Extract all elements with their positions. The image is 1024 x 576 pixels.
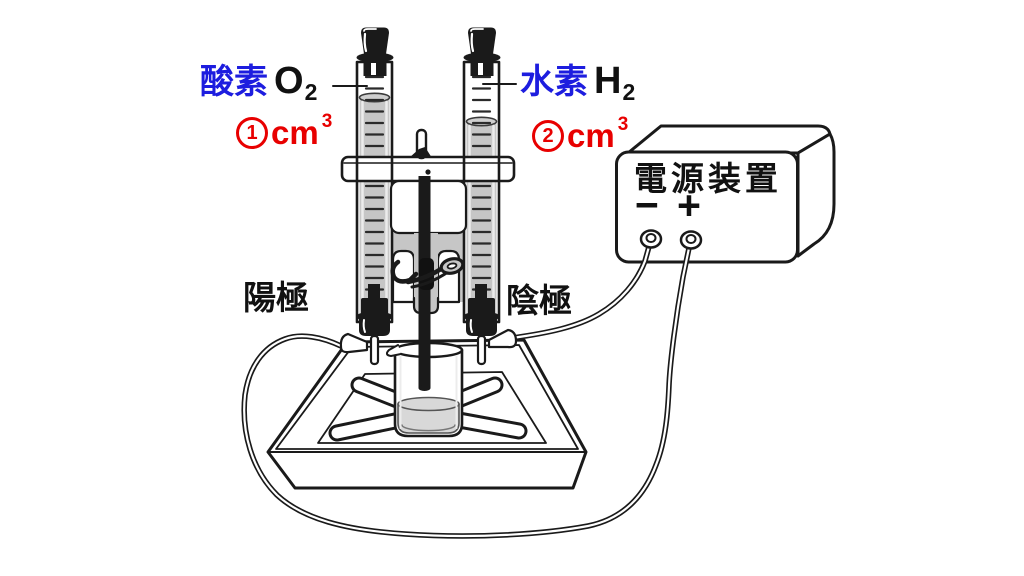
hydrogen-name: 水素 [520,63,588,101]
hydrogen-liquid-level [465,116,498,127]
power-supply-box [615,124,836,264]
oxygen-subscript: 2 [304,79,318,105]
cathode-label: 陰極 [506,282,572,319]
clamp-screw [390,257,465,290]
power-supply-label: 電源装置 [634,160,782,197]
anode-electrode [356,284,393,366]
oxygen-tube-graduations [364,75,385,291]
wires [241,240,692,539]
hydrogen-tube-stopper [463,27,501,76]
anode-wire-clip [339,332,369,354]
cathode-electrode [463,284,500,366]
anode-label: 陽極 [243,279,309,316]
cathode-terminal-pin [476,334,487,366]
plus-sign: + [676,182,701,228]
power-supply-polarity: −+ [635,185,701,226]
cathode-wire-clip [487,328,518,349]
minus-terminal [639,229,663,249]
hydrogen-volume-unit: cm [567,117,615,154]
oxygen-volume-unit: cm [271,114,319,151]
oxygen-symbol: O [274,60,304,102]
anode-terminal-pin [369,334,380,366]
oxygen-tube-stopper [356,27,394,76]
minus-sign: − [635,182,659,228]
hydrogen-volume-sup: 3 [617,114,629,135]
circled-two: 2 [532,119,564,152]
circled-one: 1 [236,116,268,149]
hydrogen-subscript: 2 [622,79,636,105]
oxygen-volume-sup: 3 [321,111,333,132]
hydrogen-symbol: H [594,60,622,102]
plus-terminal [679,230,703,250]
oxygen-name: 酸素 [200,63,268,101]
hydrogen-tube-graduations [471,75,492,291]
